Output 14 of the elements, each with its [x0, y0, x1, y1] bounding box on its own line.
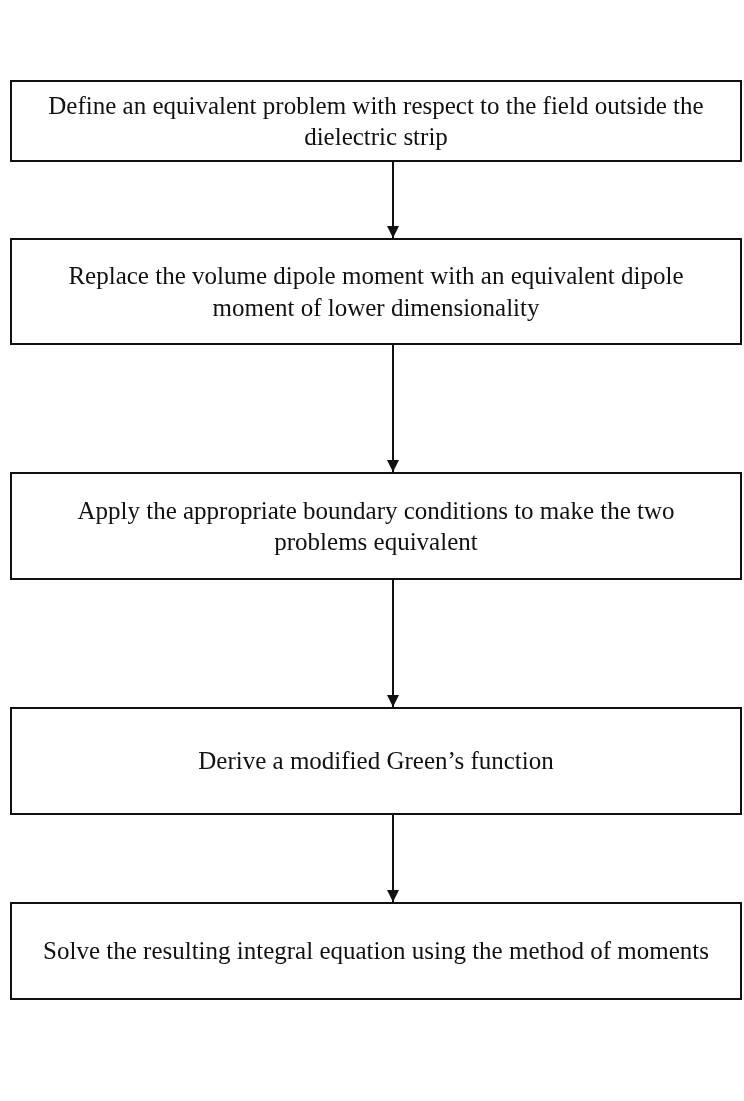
step-text: Define an equivalent problem with respect to the field outside the dielectric strip: [47, 90, 705, 152]
arrow: [387, 814, 399, 903]
process-box: [10, 902, 742, 1000]
step-text: Solve the resulting integral equation using the method of moments: [42, 936, 710, 967]
step-text: Replace the volume dipole moment with an equivalent dipole moment of lower dimensionality: [67, 261, 685, 323]
arrow: [387, 344, 399, 473]
step-text: Apply the appropriate boundary conditions to make the two problems equivalent: [76, 495, 676, 557]
process-box: [10, 472, 742, 580]
arrow: [387, 579, 399, 708]
process-box: [10, 80, 742, 162]
step-text: Derive a modified Green’s function: [197, 746, 555, 777]
arrow: [387, 161, 399, 239]
process-box: [10, 707, 742, 815]
process-box: [10, 238, 742, 345]
